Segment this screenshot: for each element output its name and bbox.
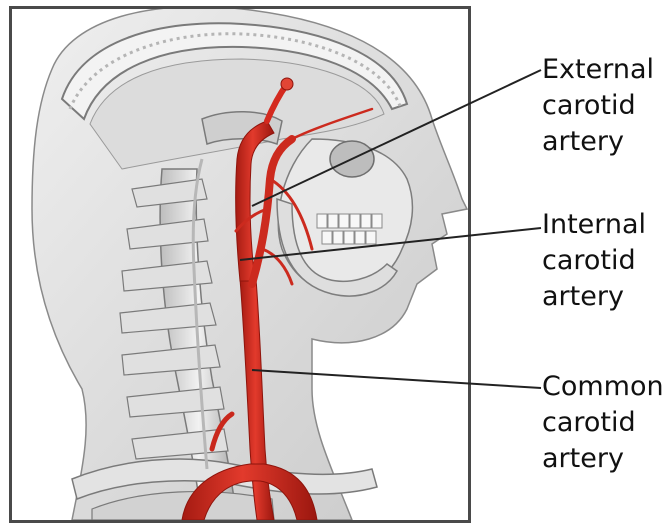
label-external-carotid-artery: External carotid artery — [542, 52, 654, 160]
label-external-line1: External — [542, 52, 654, 88]
leader-line-external — [252, 70, 541, 206]
label-external-line3: artery — [542, 124, 654, 160]
label-common-line1: Common — [542, 369, 664, 405]
label-common-carotid-artery: Common carotid artery — [542, 369, 664, 477]
label-internal-line3: artery — [542, 279, 646, 315]
label-internal-carotid-artery: Internal carotid artery — [542, 207, 646, 315]
leader-line-internal — [240, 228, 541, 260]
leader-line-common — [252, 370, 541, 388]
label-internal-line1: Internal — [542, 207, 646, 243]
label-common-line3: artery — [542, 441, 664, 477]
label-external-line2: carotid — [542, 88, 654, 124]
label-common-line2: carotid — [542, 405, 664, 441]
label-internal-line2: carotid — [542, 243, 646, 279]
